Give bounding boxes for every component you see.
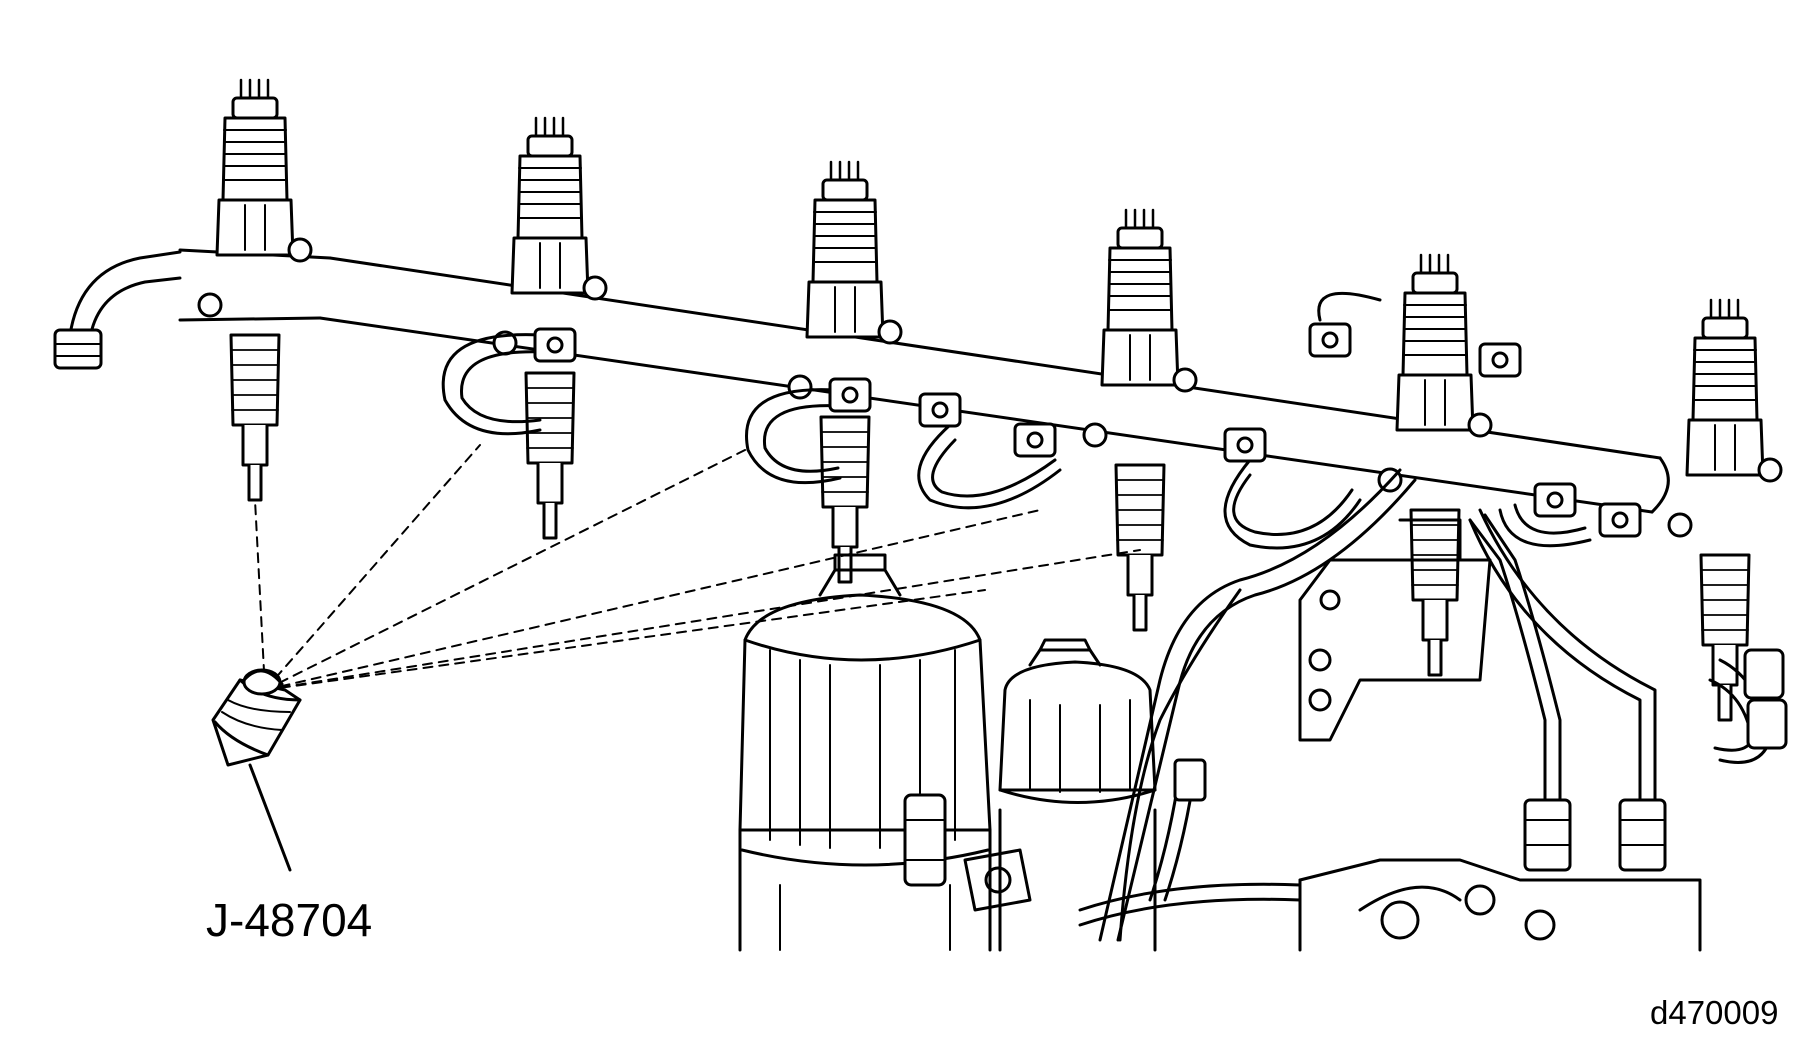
tool-callout-label: J-48704 — [206, 894, 373, 946]
rail-fittings — [533, 322, 1642, 538]
injector-3 — [787, 160, 903, 584]
high-pressure-lines — [1098, 468, 1657, 942]
rail-fitting-7 — [1478, 342, 1522, 378]
injector-4 — [1082, 208, 1198, 632]
leader-line-3 — [264, 449, 746, 691]
leader-line-2 — [264, 444, 481, 691]
injector-2 — [492, 116, 608, 540]
filter-sensor — [903, 793, 1032, 912]
jumper-lines — [441, 291, 1592, 550]
tool-j48704-cap — [211, 668, 302, 872]
rail-fitting-bolt-6 — [1321, 331, 1339, 349]
rail-fitting-3 — [918, 392, 962, 428]
rail-bracket — [1298, 518, 1492, 742]
leader-line-1 — [254, 499, 266, 691]
rail-fitting-bolt-7 — [1491, 351, 1509, 369]
leader-line-4 — [264, 509, 1041, 691]
rail-fitting-bolt-8 — [1546, 491, 1564, 509]
rail-fitting-bolt-5 — [1236, 436, 1254, 454]
tool-leader-lines — [254, 444, 1141, 691]
rail-inlet-line — [53, 250, 182, 370]
injector-6 — [1667, 298, 1783, 722]
rail-fitting-bolt-1 — [546, 336, 564, 354]
leader-line-5 — [264, 549, 1141, 691]
figure-id-label: d470009 — [1650, 994, 1779, 1031]
rail-fitting-9 — [1598, 502, 1642, 538]
return-line-right — [1708, 648, 1788, 764]
rail-fitting-bolt-9 — [1611, 511, 1629, 529]
rail-fitting-bolt-3 — [931, 401, 949, 419]
rail-fitting-bolt-4 — [1026, 431, 1044, 449]
injector-1 — [197, 78, 313, 502]
rail-fitting-5 — [1223, 427, 1267, 463]
rail-fitting-6 — [1308, 322, 1352, 358]
leader-line-6 — [264, 589, 986, 691]
injector-5 — [1377, 253, 1493, 677]
rail-fitting-8 — [1533, 482, 1577, 518]
high-pressure-pump — [1078, 758, 1702, 952]
fuel-filter-small — [998, 638, 1157, 952]
rail-fitting-4 — [1013, 422, 1057, 458]
rail-fitting-2 — [828, 377, 872, 413]
fuel-filter-large — [738, 553, 992, 952]
injector-group — [197, 78, 1783, 722]
rail-fitting-1 — [533, 327, 577, 363]
rail-fitting-bolt-2 — [841, 386, 859, 404]
